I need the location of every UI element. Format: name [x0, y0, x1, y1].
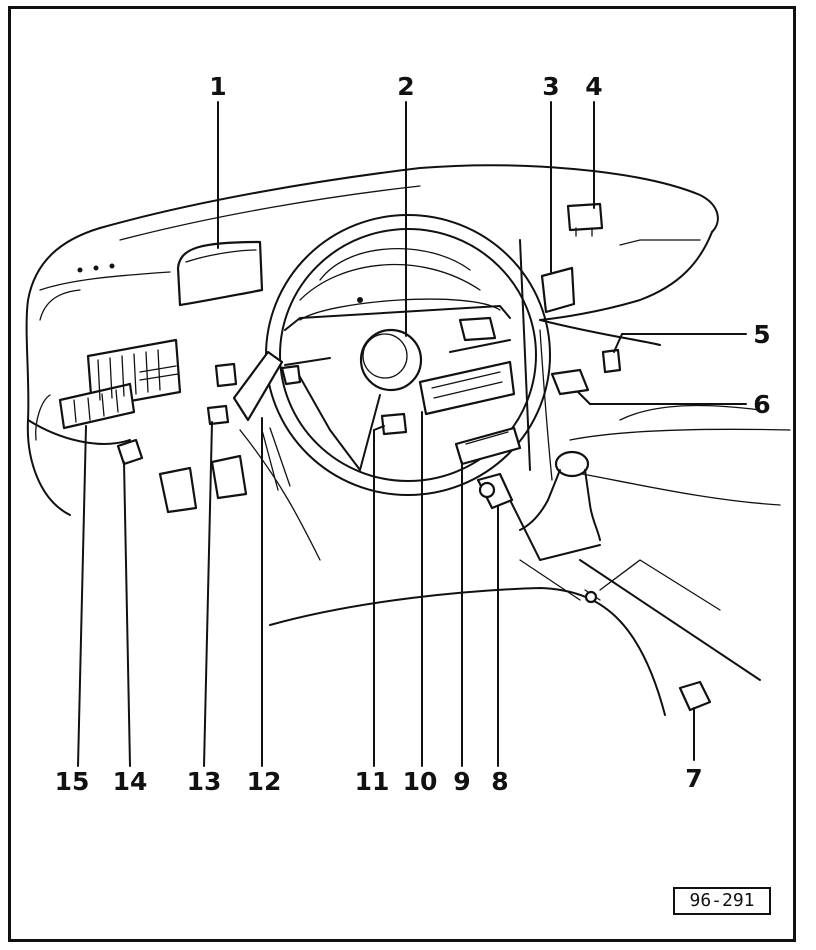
- component-8-switch: [476, 472, 514, 510]
- component-12-control-unit: [214, 350, 284, 422]
- callout-14: 14: [113, 767, 148, 796]
- diagram-frame: [8, 6, 796, 942]
- component-7-relay: [678, 680, 712, 712]
- callout-9: 9: [453, 767, 470, 796]
- callout-3: 3: [542, 72, 559, 101]
- callout-6: 6: [753, 390, 770, 419]
- callout-2: 2: [397, 72, 414, 101]
- callout-13: 13: [187, 767, 222, 796]
- component-15-fuse-box: [58, 338, 182, 430]
- component-3-module: [540, 266, 576, 314]
- callout-1: 1: [209, 72, 226, 101]
- callout-12: 12: [247, 767, 282, 796]
- steering-wheel: [265, 214, 551, 496]
- figure-reference-code: 96-291: [673, 887, 771, 915]
- component-10-control-unit: [418, 360, 516, 416]
- callout-10: 10: [403, 767, 438, 796]
- component-4-relay: [566, 202, 604, 237]
- dashboard-outline: [25, 164, 791, 716]
- component-13-relay: [206, 404, 230, 426]
- component-9-control-unit: [454, 426, 522, 466]
- callout-5: 5: [753, 320, 770, 349]
- component-6-module: [550, 368, 590, 396]
- callout-11: 11: [355, 767, 390, 796]
- callout-4: 4: [585, 72, 602, 101]
- leader-lines: [77, 101, 747, 767]
- component-1-ecu: [176, 240, 264, 307]
- component-5-relay: [601, 348, 622, 374]
- callout-15: 15: [55, 767, 90, 796]
- callout-7: 7: [685, 764, 702, 793]
- callout-8: 8: [491, 767, 508, 796]
- component-11-relay: [380, 412, 408, 436]
- component-14-connector: [116, 438, 144, 466]
